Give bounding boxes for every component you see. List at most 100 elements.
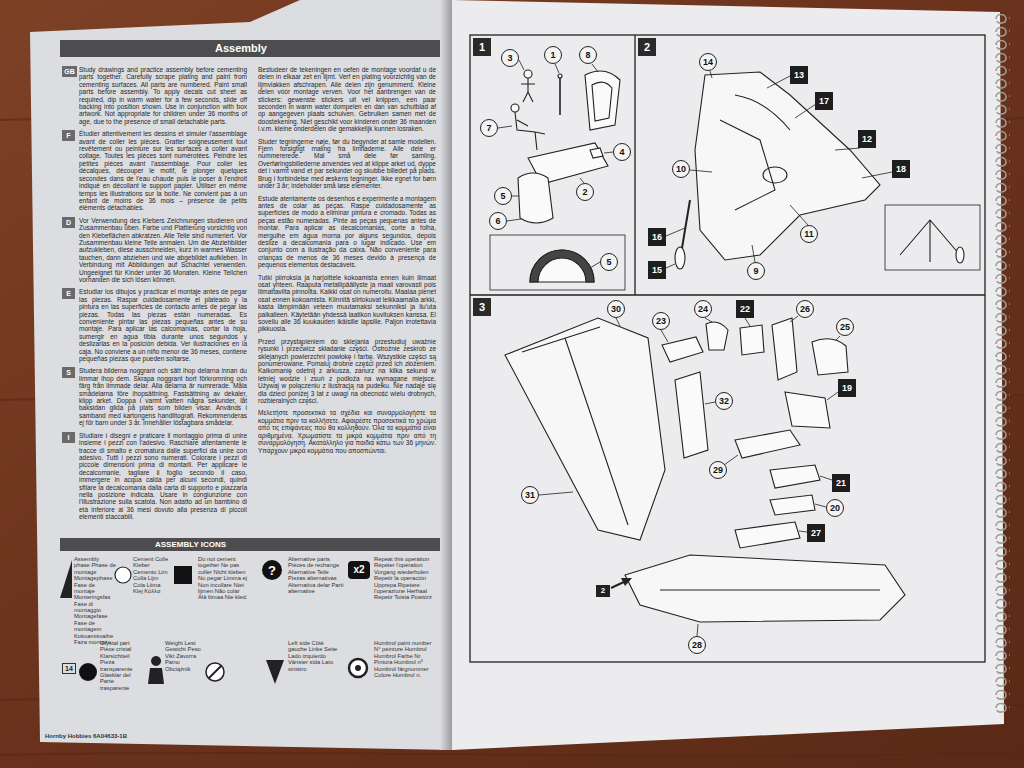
callout-number: 25 bbox=[836, 318, 854, 336]
node-label: S bbox=[66, 369, 71, 376]
instruction-text: Estude atentamente os desenhos e experim… bbox=[258, 195, 436, 269]
node-label: E bbox=[66, 290, 71, 297]
inset-frame bbox=[490, 235, 625, 290]
fuselage-half bbox=[695, 72, 880, 260]
callout-number: 3 bbox=[501, 49, 519, 67]
seated-pilot bbox=[515, 112, 545, 150]
node-label: F bbox=[66, 132, 70, 139]
tailplane bbox=[735, 522, 800, 548]
language-code: S bbox=[62, 367, 75, 378]
pilot-figure bbox=[521, 78, 535, 102]
callout-number: 2 bbox=[576, 183, 594, 201]
language-code: E bbox=[62, 288, 75, 299]
callout-number: 22 bbox=[736, 300, 754, 318]
part bbox=[662, 337, 703, 362]
undercarriage-leg bbox=[682, 200, 690, 248]
node-label: 2 bbox=[582, 188, 587, 197]
step-number: 2 bbox=[638, 38, 656, 56]
panel-divider bbox=[470, 35, 985, 295]
icon-caption: Cement Colle Kleber Cemento Lim Colla Li… bbox=[133, 556, 171, 594]
callout-number: 4 bbox=[613, 143, 631, 161]
node-label: 2 bbox=[601, 587, 605, 595]
node-label: 14 bbox=[65, 665, 73, 672]
node-label: 5 bbox=[500, 192, 505, 201]
node-label: 2 bbox=[644, 42, 650, 53]
node-label: 1 bbox=[479, 42, 485, 53]
callout-number: 5 bbox=[600, 253, 618, 271]
section-title: ASSEMBLY ICONS bbox=[155, 541, 226, 549]
wing bbox=[505, 318, 665, 540]
callout-number: 28 bbox=[688, 636, 706, 654]
part bbox=[770, 495, 815, 515]
callout-number: 11 bbox=[800, 225, 818, 243]
wheel bbox=[675, 247, 685, 269]
language-code: D bbox=[62, 217, 75, 228]
node-label: 27 bbox=[811, 529, 821, 538]
callout-number: 6 bbox=[489, 212, 507, 230]
instruction-text: Étudier attentivement les dessins et sim… bbox=[79, 130, 247, 211]
node-label: 15 bbox=[652, 266, 662, 275]
callout-number: 30 bbox=[607, 300, 625, 318]
node-label: x2 bbox=[353, 565, 364, 575]
node-label: 25 bbox=[840, 323, 850, 332]
undercarriage-detail bbox=[900, 220, 960, 262]
node-label: 20 bbox=[830, 504, 840, 513]
node-label: 3 bbox=[507, 54, 512, 63]
node-label: 21 bbox=[836, 479, 846, 488]
lower-fuselage bbox=[625, 555, 905, 622]
instruction-text: Vor Verwendung des Klebers Zeichnungen s… bbox=[79, 217, 247, 284]
icon-caption: Humbrol paint number N° peinture Humbrol… bbox=[374, 640, 438, 678]
callout-number: 8 bbox=[579, 46, 597, 64]
part bbox=[740, 325, 764, 355]
node-label: 18 bbox=[896, 165, 906, 174]
instrument-panel bbox=[530, 250, 594, 282]
node-label: ? bbox=[268, 564, 276, 577]
no-cement-icon bbox=[174, 566, 192, 584]
part bbox=[812, 339, 848, 375]
instruction-text: Μελετήστε προσεκτικά τα σχέδια και συναρ… bbox=[258, 409, 436, 453]
callout-number: 10 bbox=[672, 160, 690, 178]
leader-line bbox=[498, 60, 613, 268]
side-icon bbox=[266, 660, 284, 684]
node-label: 11 bbox=[804, 230, 814, 239]
node-label: 1 bbox=[550, 51, 555, 60]
node-label: 14 bbox=[703, 58, 713, 67]
node-label: 4 bbox=[619, 148, 624, 157]
step-arrow-head bbox=[621, 578, 632, 586]
callout-number: 24 bbox=[694, 300, 712, 318]
undercarriage-detail bbox=[956, 247, 964, 263]
fin bbox=[772, 318, 797, 380]
spiral-binding bbox=[994, 14, 1010, 716]
instruction-text: Bestudeer de tekeningen en oefen de mont… bbox=[258, 66, 436, 133]
part bbox=[785, 392, 830, 428]
node-label: 32 bbox=[719, 397, 729, 406]
leader-line bbox=[539, 316, 840, 636]
instruction-text: Studiare i disegni e praticare il montag… bbox=[79, 432, 247, 521]
node-label: I bbox=[68, 434, 70, 441]
node-label: 29 bbox=[713, 466, 723, 475]
instruction-text: Tutki piirroksia ja harjoittele kokoamis… bbox=[258, 274, 436, 333]
paint-tin-icon bbox=[349, 659, 367, 677]
fuselage-detail bbox=[763, 167, 787, 183]
instruction-text: Studer tegningerne nøje, før du begynder… bbox=[258, 138, 436, 190]
instruction-text: Estudiar los dibujos y practicar el mont… bbox=[79, 288, 247, 362]
node-label: 23 bbox=[656, 317, 666, 326]
icon-symbol: x2 bbox=[348, 561, 370, 579]
icon-caption: Left side Côté gauche Linke Seite Lado i… bbox=[288, 640, 344, 672]
right-page bbox=[452, 0, 1004, 750]
callout-number: 26 bbox=[796, 300, 814, 318]
left-page bbox=[30, 0, 452, 750]
node-label: 3 bbox=[479, 302, 485, 313]
diagram-frame bbox=[470, 35, 985, 662]
callout-number: 14 bbox=[699, 53, 717, 71]
node-label: 7 bbox=[486, 124, 491, 133]
callout-number: 12 bbox=[858, 130, 876, 148]
seat-back bbox=[585, 71, 620, 130]
language-code: I bbox=[62, 432, 75, 443]
callout-number: 29 bbox=[709, 461, 727, 479]
instruction-text: Study drawings and practice assembly bef… bbox=[79, 66, 247, 125]
node-label: 22 bbox=[740, 305, 750, 314]
control-stick bbox=[559, 78, 561, 115]
